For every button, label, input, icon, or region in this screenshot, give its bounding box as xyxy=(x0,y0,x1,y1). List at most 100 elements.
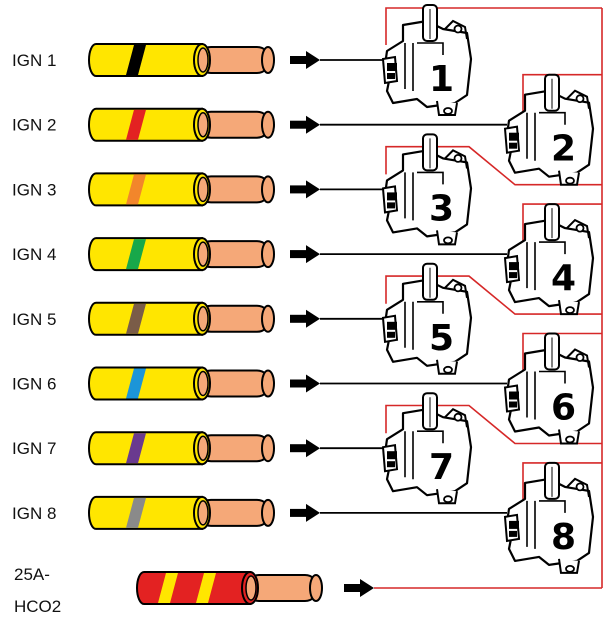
wire-sleeve xyxy=(88,431,203,466)
conductor-end xyxy=(261,110,275,139)
power-feed-line xyxy=(522,332,602,374)
sleeve-opening xyxy=(197,370,209,397)
mount-hole xyxy=(443,236,453,245)
ignition-label: IGN 3 xyxy=(12,180,56,199)
conductor-end xyxy=(261,304,275,333)
ignition-wire-row: IGN 8 xyxy=(12,495,507,530)
ignition-coils: 1 2 3 4 5 6 7 8 xyxy=(381,4,595,574)
power-label-line1: 25A- xyxy=(14,565,50,584)
mount-hole xyxy=(443,107,453,115)
ignition-coil: 1 xyxy=(381,4,473,116)
color-stripe xyxy=(126,368,146,399)
ignition-wire-row: IGN 1 xyxy=(12,43,385,77)
arrow-shaft xyxy=(290,250,308,259)
wire-sleeve xyxy=(88,366,203,401)
arrow-head xyxy=(306,439,320,458)
arrow-shaft xyxy=(290,120,308,129)
arrow-shaft xyxy=(290,379,308,388)
mount-hole xyxy=(453,283,463,293)
arrow-shaft xyxy=(290,508,308,517)
conductor-end xyxy=(261,240,275,269)
sleeve-opening xyxy=(197,111,209,138)
ignition-coil: 4 xyxy=(503,203,595,316)
coil-number-label: 5 xyxy=(429,318,454,359)
ignition-label: IGN 5 xyxy=(12,310,56,329)
arrow-head xyxy=(360,579,374,597)
mount-hole xyxy=(565,565,575,573)
conductor-end xyxy=(261,498,275,527)
wire-sleeve xyxy=(88,237,203,272)
mount-hole xyxy=(443,495,453,504)
wire-sleeve xyxy=(88,43,203,77)
power-wire-row: 25A- HCO2 xyxy=(14,565,602,616)
power-feed-line xyxy=(522,203,602,245)
conductor-end xyxy=(261,369,275,398)
ignition-wire-row: IGN 7 xyxy=(12,431,385,466)
arrow-shaft xyxy=(290,56,308,64)
arrow-head xyxy=(306,245,320,264)
sleeve-opening xyxy=(197,176,209,203)
coil-number-label: 1 xyxy=(429,59,454,100)
color-stripe xyxy=(126,174,146,205)
coil-number-label: 7 xyxy=(429,447,454,488)
power-label-line2: HCO2 xyxy=(14,597,61,616)
arrow-head xyxy=(306,309,320,328)
ignition-wire-rows: IGN 1 IGN 2 IGN 3 IGN 4 IGN 5 IGN 6 IGN 7 IGN 8 xyxy=(12,43,507,530)
wire-sleeve xyxy=(88,172,203,207)
power-feed-line xyxy=(522,73,602,115)
mount-hole xyxy=(575,223,585,233)
sleeve-opening xyxy=(197,241,209,267)
power-feed-line xyxy=(385,404,602,445)
coil-number-label: 8 xyxy=(551,517,576,558)
conductor-end xyxy=(261,434,275,463)
arrow-shaft xyxy=(290,444,308,453)
ignition-label: IGN 2 xyxy=(12,116,56,135)
wire-sleeve xyxy=(88,495,203,530)
ignition-coil: 7 xyxy=(381,392,473,505)
ignition-label: IGN 1 xyxy=(12,51,56,70)
mount-hole xyxy=(453,412,463,422)
color-stripe xyxy=(196,573,216,603)
coil-number-label: 6 xyxy=(551,388,576,429)
sleeve-opening xyxy=(197,47,209,73)
conductor-end xyxy=(261,175,275,204)
ignition-coil: 3 xyxy=(381,133,473,246)
power-feed-line xyxy=(385,7,602,45)
power-feed-line xyxy=(385,145,602,186)
wire-sleeve xyxy=(136,571,251,605)
ignition-coil: 2 xyxy=(503,73,595,186)
ignition-wire-row: IGN 5 xyxy=(12,301,385,336)
arrow-shaft xyxy=(290,314,308,323)
color-stripe xyxy=(126,45,146,75)
ignition-wire-row: IGN 4 xyxy=(12,237,507,272)
ignition-label: IGN 8 xyxy=(12,504,56,523)
ignition-label: IGN 4 xyxy=(12,245,56,264)
wire-sleeve xyxy=(88,107,203,142)
color-stripe xyxy=(126,303,146,334)
mount-hole xyxy=(565,306,575,315)
arrow-head xyxy=(306,180,320,199)
ignition-label: IGN 7 xyxy=(12,439,56,458)
arrow-shaft xyxy=(344,584,362,592)
power-feed-line xyxy=(522,462,602,503)
mount-hole xyxy=(565,435,575,444)
mount-hole xyxy=(453,153,463,163)
mount-hole xyxy=(453,24,463,34)
mount-hole xyxy=(575,353,585,362)
coil-number-label: 4 xyxy=(551,258,576,299)
conductor-end xyxy=(309,574,323,602)
power-feed-lines xyxy=(385,7,603,588)
color-stripe xyxy=(158,573,178,603)
mount-hole xyxy=(565,176,575,185)
coil-number-label: 3 xyxy=(429,188,454,229)
ignition-coil: 5 xyxy=(381,262,473,375)
color-stripe xyxy=(126,433,146,464)
arrow-shaft xyxy=(290,185,308,194)
arrow-head xyxy=(306,503,320,522)
ignition-label: IGN 6 xyxy=(12,375,56,394)
sleeve-opening xyxy=(197,500,209,526)
arrow-head xyxy=(306,115,320,134)
wire-sleeve xyxy=(88,301,203,336)
